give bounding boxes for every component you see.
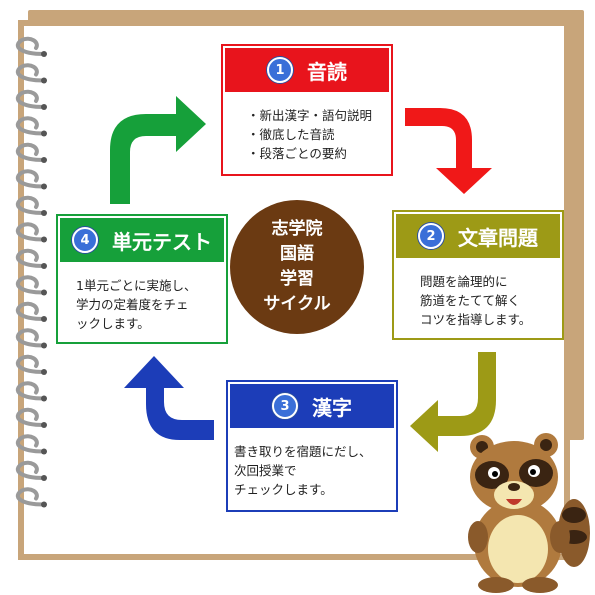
step-line: 筋道をたてて解く [420,293,521,308]
ring-hole [41,130,47,137]
step-box-2: 2 文章問題 問題を論理的に 筋道をたてて解く コツを指導します。 [392,210,564,340]
spiral-ring [15,354,46,374]
ring-hole [41,157,47,163]
step-title-1: 音読 [307,59,347,84]
step-line: ・段落ごとの要約 [247,146,347,161]
ring-hole [41,183,47,190]
step-body-3: 書き取りを宿題にだし、 次回授業で チェックします。 [234,442,388,499]
step-body-2: 問題を論理的に 筋道をたてて解く コツを指導します。 [420,272,554,329]
spiral-binding-icon [15,36,47,508]
ring-hole [41,316,47,322]
spiral-ring [15,248,46,268]
step-header-3: 3 漢字 [230,384,394,428]
ring-hole [41,263,47,269]
spiral-ring [15,142,46,162]
ring-hole [41,448,47,455]
spiral-ring [15,169,46,189]
step-header-4: 4 単元テスト [60,218,224,262]
step-number-4: 4 [72,227,98,253]
step-title-2: 文章問題 [458,225,538,250]
ring-hole [41,342,47,349]
step-line: ・徹底した音読 [247,127,335,142]
spiral-ring [15,275,46,295]
step-line: 学力の定着度をチェ [76,297,189,312]
step-box-1: 1 音読 ・新出漢字・語句説明 ・徹底した音読 ・段落ごとの要約 [221,44,393,176]
step-body-1: ・新出漢字・語句説明 ・徹底した音読 ・段落ごとの要約 [247,106,383,163]
ring-hole [41,395,47,402]
ring-hole [41,104,47,110]
spiral-ring [15,116,46,136]
spiral-ring [15,407,46,427]
spiral-ring [15,381,46,401]
spiral-ring [15,222,46,242]
spiral-ring [15,434,46,454]
center-line: 学習 [280,269,314,289]
step-line: 書き取りを宿題にだし、 [234,444,372,459]
step-line: ・新出漢字・語句説明 [247,108,373,123]
ring-hole [41,369,47,375]
ring-hole [41,289,47,296]
step-number-2: 2 [418,223,444,249]
spiral-ring [15,195,46,215]
spiral-ring [15,63,46,83]
step-line: 次回授業で [234,463,297,478]
tanuki-mascot-icon [468,433,590,593]
step-header-1: 1 音読 [225,48,389,92]
spiral-ring [15,460,46,480]
step-title-4: 単元テスト [112,229,212,254]
step-line: コツを指導します。 [420,312,532,327]
step-box-3: 3 漢字 書き取りを宿題にだし、 次回授業で チェックします。 [226,380,398,512]
step-header-2: 2 文章問題 [396,214,560,258]
step-title-3: 漢字 [312,395,352,420]
step-body-4: 1単元ごとに実施し、 学力の定着度をチェ ックします。 [76,276,218,333]
step-line: 1単元ごとに実施し、 [76,278,197,293]
ring-hole [41,236,47,243]
spiral-ring [15,328,46,348]
center-line: 志学院 [271,219,323,239]
spiral-ring [15,36,46,56]
center-line: サイクル [263,294,331,314]
step-number-3: 3 [272,393,298,419]
ring-hole [41,210,47,216]
spiral-ring [15,301,46,321]
center-circle: 志学院 国語 学習 サイクル [230,200,364,334]
ring-hole [41,422,47,428]
step-line: ックします。 [76,316,150,331]
step-line: 問題を論理的に [420,274,508,289]
step-number-1: 1 [267,57,293,83]
ring-hole [41,77,47,84]
spiral-ring [15,89,46,109]
ring-hole [41,501,47,508]
center-line: 国語 [280,244,314,264]
ring-hole [41,475,47,481]
spiral-ring [15,487,46,507]
ring-hole [41,51,47,57]
step-line: チェックします。 [234,482,333,497]
step-box-4: 4 単元テスト 1単元ごとに実施し、 学力の定着度をチェ ックします。 [56,214,228,344]
